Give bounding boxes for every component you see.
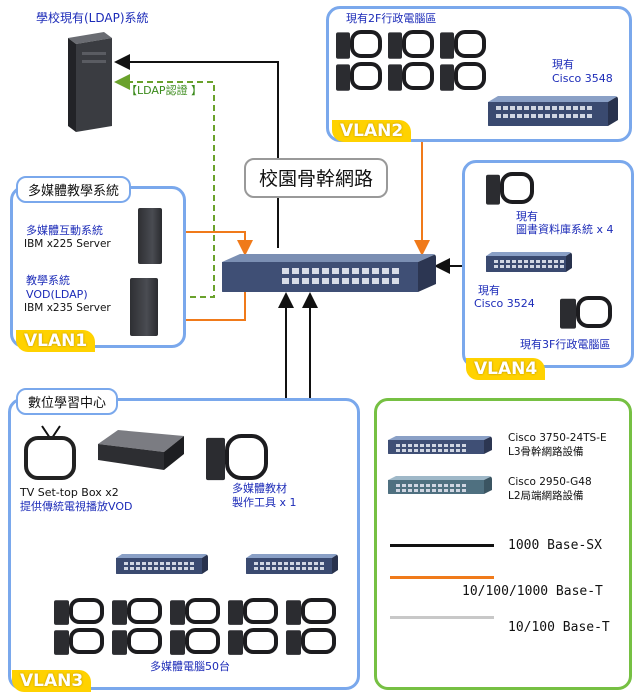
legend-line-fiber xyxy=(390,544,494,547)
vlan4-library-2: 圖書資料庫系統 x 4 xyxy=(516,223,614,236)
legend-line-fiber-label: 1000 Base-SX xyxy=(508,538,602,553)
vlan2-computer-icon[interactable] xyxy=(388,62,434,92)
legend-switch-3750-icon xyxy=(388,436,492,454)
legend-line-gig xyxy=(390,576,494,579)
vlan2-computer-icon[interactable] xyxy=(388,30,434,60)
vlan3-stb-sub: 提供傳統電視播放VOD xyxy=(20,500,133,513)
ldap-server-label: 學校現有(LDAP)系統 xyxy=(36,11,149,25)
ldap-auth-label: 【LDAP認證 】 xyxy=(126,84,203,97)
vlan1-server2-link xyxy=(148,292,246,328)
vlan3-tool-2: 製作工具 x 1 xyxy=(232,496,297,509)
set-top-box-icon[interactable] xyxy=(98,430,184,474)
vlan1-title: 多媒體教學系統 xyxy=(16,176,132,203)
vlan2-computer-icon[interactable] xyxy=(440,62,486,92)
legend-line-fast-label: 10/100 Base-T xyxy=(508,620,610,635)
vlan3-computer-icon[interactable] xyxy=(112,628,162,656)
vlan1-server1-name: 多媒體互動系統 xyxy=(26,224,103,237)
vlan2-area-label: 現有2F行政電腦區 xyxy=(346,12,437,25)
vlan3-switch-2[interactable] xyxy=(246,554,338,576)
vlan4-library-1: 現有 xyxy=(516,210,538,223)
vlan3-authoring-computer-icon[interactable] xyxy=(206,434,268,482)
vlan2-tag: VLAN2 xyxy=(332,120,412,142)
backbone-label-box xyxy=(244,158,388,198)
vlan4-area-label: 現有3F行政電腦區 xyxy=(520,338,611,351)
vlan3-computer-icon[interactable] xyxy=(228,628,278,656)
vlan4-switch-3524[interactable] xyxy=(486,252,572,274)
legend-sw2-name: Cisco 2950-G48 xyxy=(508,476,592,488)
vlan3-tool-1: 多媒體教材 xyxy=(232,482,287,495)
legend-line-gig-label: 10/100/1000 Base-T xyxy=(462,584,603,599)
backbone-label: 校園骨幹網路 xyxy=(258,168,373,190)
vlan2-computer-icon[interactable] xyxy=(336,62,382,92)
ldap-server-icon[interactable] xyxy=(58,30,114,134)
vlan3-computer-icon[interactable] xyxy=(286,598,336,626)
vlan3-computer-icon[interactable] xyxy=(286,628,336,656)
vlan4-switch-label-2: Cisco 3524 xyxy=(474,297,535,310)
vlan1-server2-name-2: VOD(LDAP) xyxy=(26,288,88,301)
vlan4-library-computer-icon[interactable] xyxy=(486,172,534,206)
vlan1-server2-name-1: 教學系統 xyxy=(26,274,70,287)
vlan2-computer-icon[interactable] xyxy=(440,30,486,60)
vlan1-server2-icon[interactable] xyxy=(130,278,158,336)
vlan2-switch-3548[interactable] xyxy=(488,96,618,128)
vlan2-computer-icon[interactable] xyxy=(336,30,382,60)
vlan3-computer-icon[interactable] xyxy=(170,598,220,626)
vlan3-computer-icon[interactable] xyxy=(170,628,220,656)
tv-icon[interactable] xyxy=(22,424,78,482)
vlan1-server1-icon[interactable] xyxy=(138,208,162,264)
vlan3-switch-1[interactable] xyxy=(116,554,208,576)
vlan2-switch-label-2: Cisco 3548 xyxy=(552,72,613,85)
legend-sw1-desc: L3骨幹網路設備 xyxy=(508,446,584,458)
vlan3-pcs-label: 多媒體電腦50台 xyxy=(150,660,230,673)
vlan4-tag: VLAN4 xyxy=(466,358,546,380)
vlan1-server2-model: IBM x235 Server xyxy=(24,302,111,314)
vlan3-stb-label: TV Set-top Box x2 xyxy=(20,486,119,499)
vlan3-tag: VLAN3 xyxy=(12,670,92,692)
legend-sw1-name: Cisco 3750-24TS-E xyxy=(508,432,607,444)
legend-sw2-desc: L2局端網路設備 xyxy=(508,490,584,502)
vlan3-title: 數位學習中心 xyxy=(16,388,119,415)
legend-line-fast xyxy=(390,616,494,619)
vlan2-switch-label-1: 現有 xyxy=(552,58,574,71)
vlan4-computer-icon[interactable] xyxy=(560,296,612,330)
core-switch-3750[interactable] xyxy=(222,254,436,294)
legend-switch-2950-icon xyxy=(388,476,492,494)
vlan1-server1-model: IBM x225 Server xyxy=(24,238,111,250)
vlan3-computer-icon[interactable] xyxy=(54,598,104,626)
ldap-auth-link xyxy=(114,74,215,298)
vlan3-computer-icon[interactable] xyxy=(228,598,278,626)
vlan3-computer-icon[interactable] xyxy=(54,628,104,656)
vlan1-tag: VLAN1 xyxy=(16,330,96,352)
vlan3-computer-icon[interactable] xyxy=(112,598,162,626)
vlan4-switch-label-1: 現有 xyxy=(478,284,500,297)
vlan1-server1-link xyxy=(156,224,253,256)
